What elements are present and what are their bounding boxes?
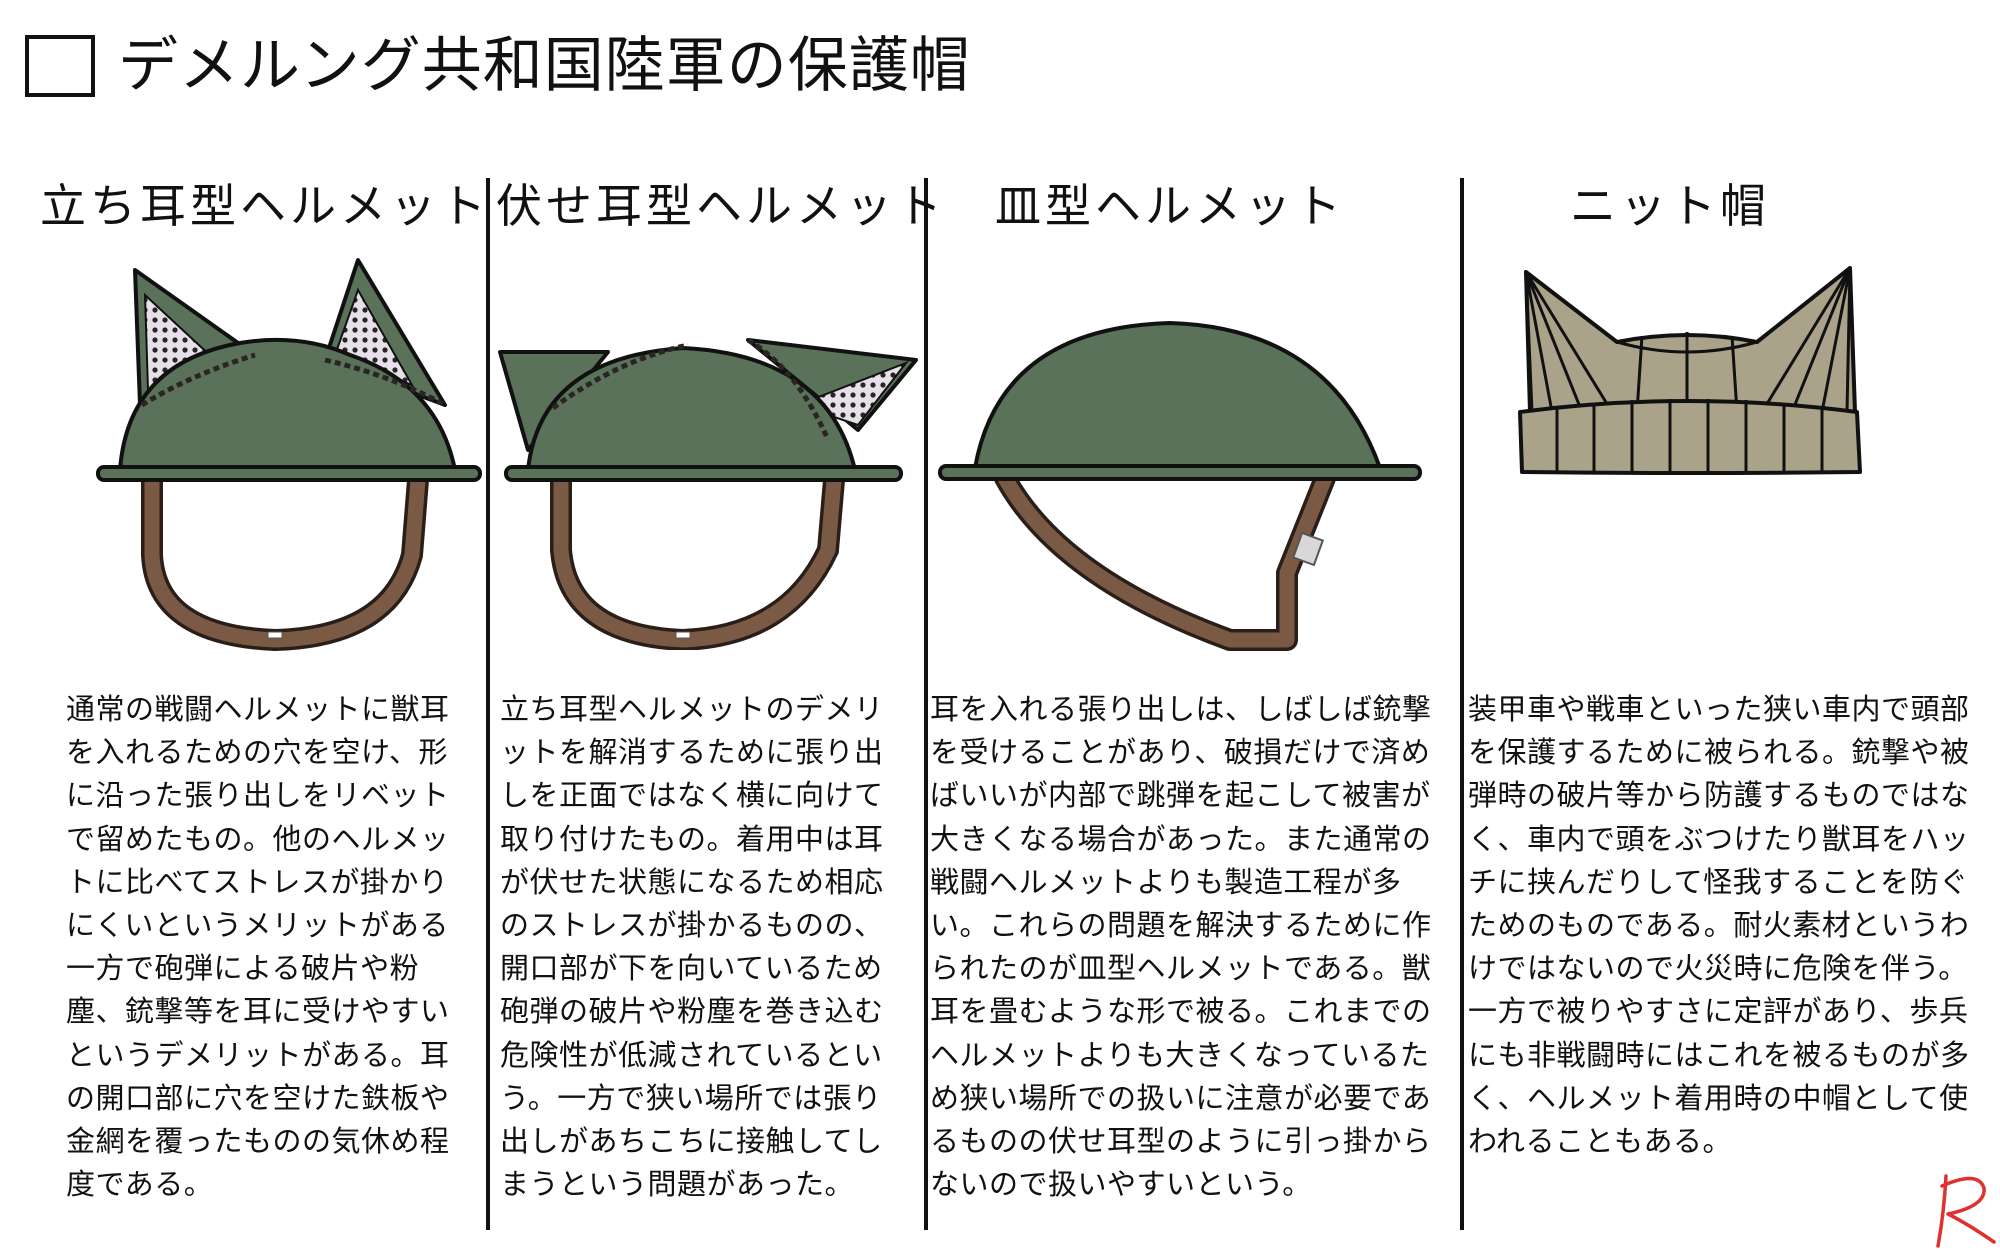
title-checkbox[interactable] — [25, 35, 95, 97]
description-folded-ear: 立ち耳型ヘルメットのデメリットを解消するために張り出しを正面ではなく横に向けて取… — [500, 692, 884, 1202]
knit-cap-icon — [1518, 266, 1862, 475]
column-divider-1 — [486, 178, 490, 1230]
column-divider-2 — [924, 178, 928, 1230]
description-prick-ear: 通常の戦闘ヘルメットに獣耳を入れるための穴を空け、形に沿った張り出しをリベットで… — [66, 692, 450, 1202]
column-title-folded-ear: 伏せ耳型ヘルメット — [496, 179, 946, 233]
column-title-prick-ear: 立ち耳型ヘルメット — [40, 179, 490, 233]
column-title-dish: 皿型ヘルメット — [995, 179, 1345, 233]
signature-icon — [1936, 1174, 1996, 1248]
description-dish: 耳を入れる張り出しは、しばしば銃撃を受けることがあり、破損だけで済めばいいが内部… — [930, 692, 1432, 1202]
prick-ear-helmet-icon — [96, 258, 482, 652]
column-title-knit: ニット帽 — [1570, 179, 1770, 233]
column-divider-3 — [1460, 178, 1464, 1230]
folded-ear-helmet-icon — [498, 337, 918, 650]
page-title: デメルング共和国陸軍の保護帽 — [118, 31, 971, 101]
description-knit: 装甲車や戦車といった狭い車内で頭部を保護するために被られる。銃撃や被弾時の破片等… — [1468, 692, 1970, 1159]
dish-helmet-icon — [938, 320, 1422, 651]
